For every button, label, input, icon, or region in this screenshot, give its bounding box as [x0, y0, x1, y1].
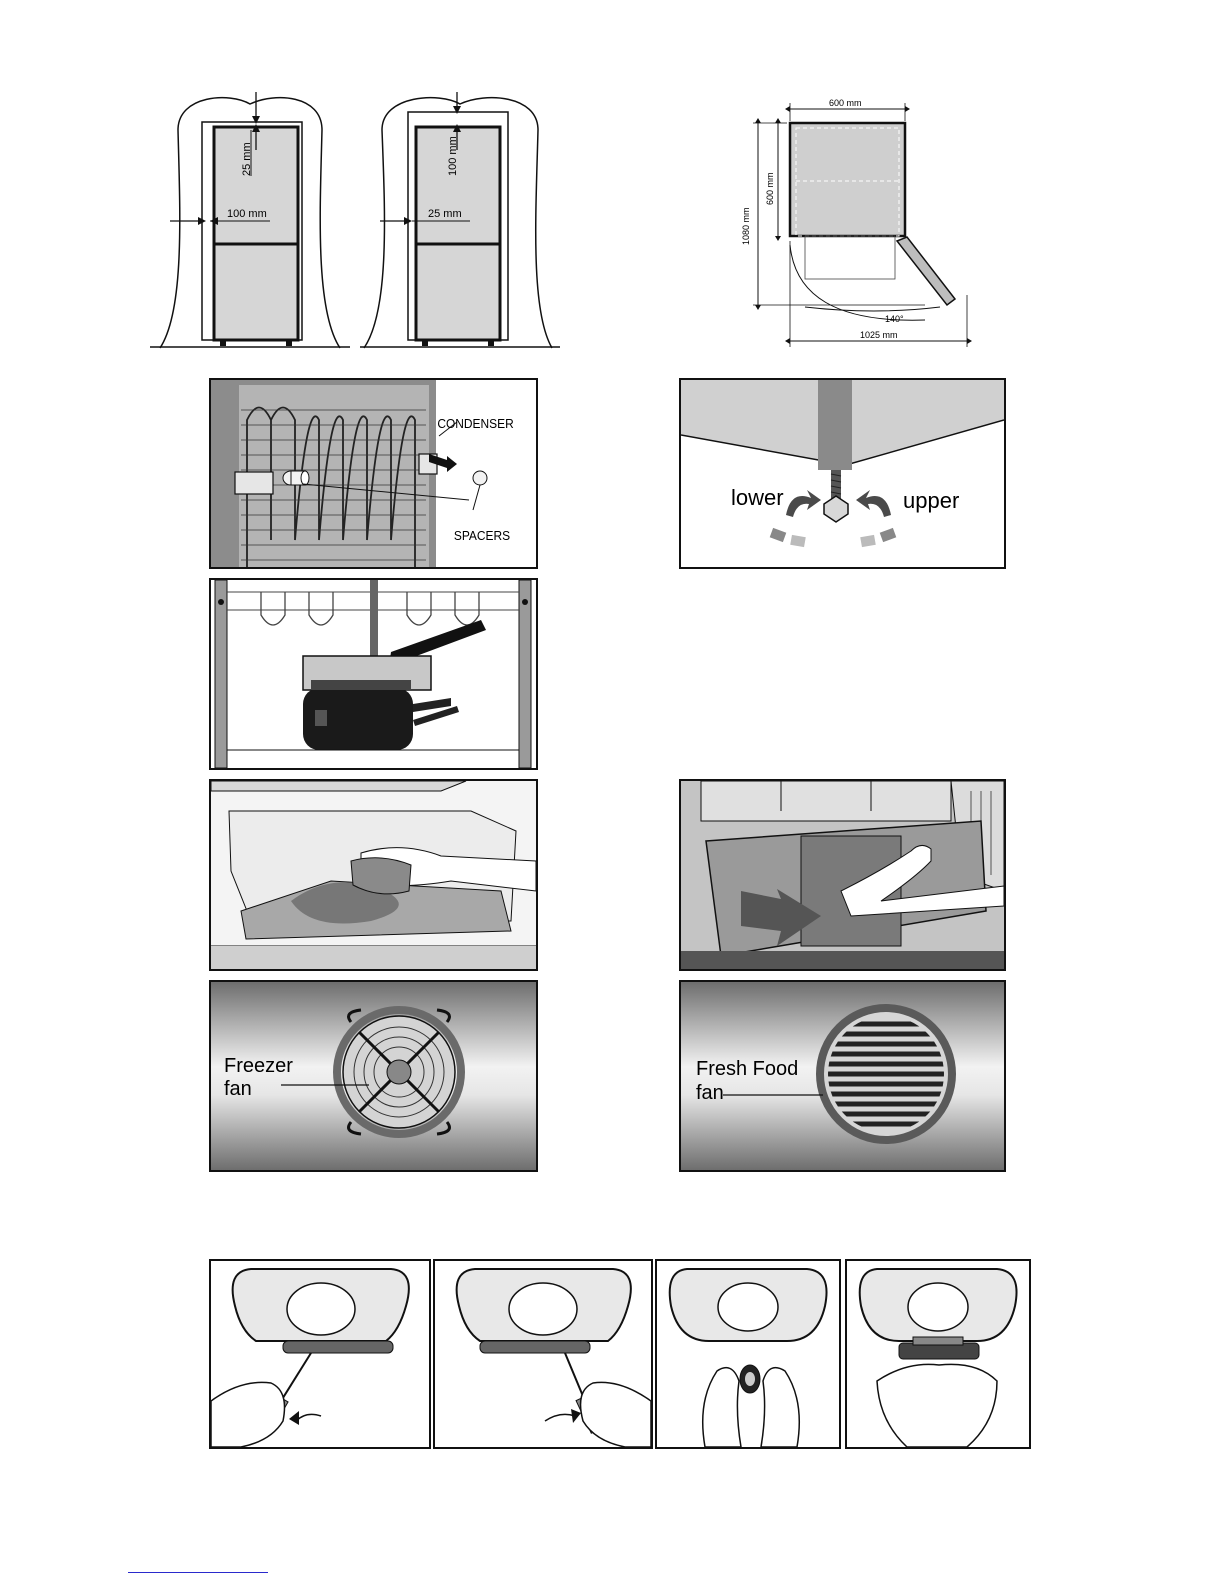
clearance-diagram-left: 25 mm 100 mm [150, 90, 350, 352]
dimensions-diagram: 600 mm 600 mm 1080 mm 140° 1025 mm [725, 95, 975, 355]
condenser-panel: CONDENSER SPACERS [209, 378, 538, 569]
side-gap-label: 25 mm [428, 208, 462, 220]
top-gap-label: 25 mm [241, 142, 253, 176]
spacers-label: SPACERS [454, 529, 510, 544]
angle-label: 140° [885, 314, 904, 324]
width-label: 600 mm [829, 98, 862, 108]
fresh-fan-label-line1: Fresh Food [696, 1058, 798, 1080]
depth-open-label: 1080 mm [741, 207, 751, 245]
top-gap-label: 100 mm [447, 136, 459, 176]
freezer-fan-panel: Freezer fan [209, 980, 538, 1172]
leveling-foot-panel: lower upper [679, 378, 1006, 569]
fresh-fan-label-line2: fan [696, 1082, 724, 1104]
compressor-panel [209, 578, 538, 770]
lamp-step-3-panel [655, 1259, 841, 1449]
upper-label: upper [903, 488, 959, 513]
lamp-step-2-panel [433, 1259, 653, 1449]
condenser-label: CONDENSER [437, 417, 513, 432]
lamp-step-4-panel [845, 1259, 1031, 1449]
lower-label: lower [731, 485, 784, 510]
side-gap-label: 100 mm [227, 208, 267, 220]
freezer-fan-label-line2: fan [224, 1078, 252, 1100]
footnote-rule [128, 1572, 268, 1573]
freezer-fan-label-line1: Freezer [224, 1055, 293, 1077]
depth-label: 600 mm [765, 172, 775, 205]
drawer-panel [679, 779, 1006, 971]
lamp-step-1-panel [209, 1259, 431, 1449]
total-width-label: 1025 mm [860, 330, 898, 340]
fresh-food-fan-panel: Fresh Food fan [679, 980, 1006, 1172]
cleaning-shelf-panel [209, 779, 538, 971]
clearance-diagram-right: 100 mm 25 mm [360, 90, 560, 352]
